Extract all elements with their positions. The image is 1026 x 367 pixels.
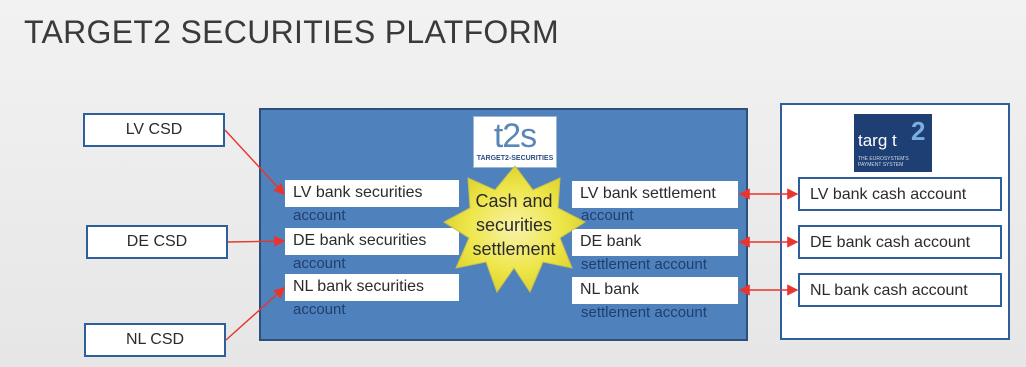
nl-securities-account-label: NL bank securities [293,278,425,295]
settlement-star-label: Cash and securities settlement [472,191,556,259]
target2-logo: targ t 2 THE EUROSYSTEM'S PAYMENT SYSTEM [854,114,932,172]
nl-settlement-account-suffix: settlement account [581,304,707,321]
lv-cash-account-box: LV bank cash account [798,177,1002,211]
de-settlement-account-box: DE bank [572,229,738,256]
lv-securities-account-box: LV bank securities [285,180,459,207]
t2s-logo-caption: TARGET2-SECURITIES [476,155,554,162]
lv-csd-box: LV CSD [83,113,225,147]
lv-cash-account-label: LV bank cash account [810,186,967,203]
de-securities-account-box: DE bank securities [285,228,459,255]
de-csd-box: DE CSD [86,225,228,259]
nl-securities-account-suffix: account [293,301,346,318]
nl-csd-label: NL CSD [125,331,185,348]
nl-cash-account-box: NL bank cash account [798,273,1002,307]
nl-securities-account-box: NL bank securities [285,274,459,301]
target2-logo-word: targ t [858,131,897,150]
de-csd-arrow [227,235,286,247]
nl-settlement-account-label: NL bank [580,281,639,298]
t2s-logo: t2s TARGET2-SECURITIES [473,116,557,168]
de-cash-account-box: DE bank cash account [798,225,1002,259]
nl-csd-box: NL CSD [84,323,226,357]
lv-settlement-account-label: LV bank settlement [580,185,716,202]
nl-cash-account-label: NL bank cash account [810,282,968,299]
de-csd-label: DE CSD [126,233,188,250]
de-securities-account-label: DE bank securities [293,232,427,249]
settlement-star [443,165,586,294]
slide-title: TARGET2 SECURITIES PLATFORM [24,14,559,50]
lv-csd-label: LV CSD [125,121,183,138]
de-settlement-account-label: DE bank [580,233,642,250]
de-cash-account-label: DE bank cash account [810,234,971,251]
lv-settlement-account-box: LV bank settlement [572,181,738,208]
lv-settlement-account-suffix: account [581,207,634,224]
lv-securities-account-suffix: account [293,207,346,224]
de-securities-account-suffix: account [293,255,346,272]
t2s-logo-mark: t2s [493,117,537,155]
de-settlement-account-suffix: settlement account [581,256,707,273]
nl-settlement-account-box: NL bank [572,277,738,304]
target2-logo-two: 2 [911,116,926,146]
lv-securities-account-label: LV bank securities [293,184,423,201]
nl-csd-arrow [225,287,286,341]
target2-logo-caption: THE EUROSYSTEM'S PAYMENT SYSTEM [858,156,909,168]
lv-csd-arrow [224,129,285,196]
